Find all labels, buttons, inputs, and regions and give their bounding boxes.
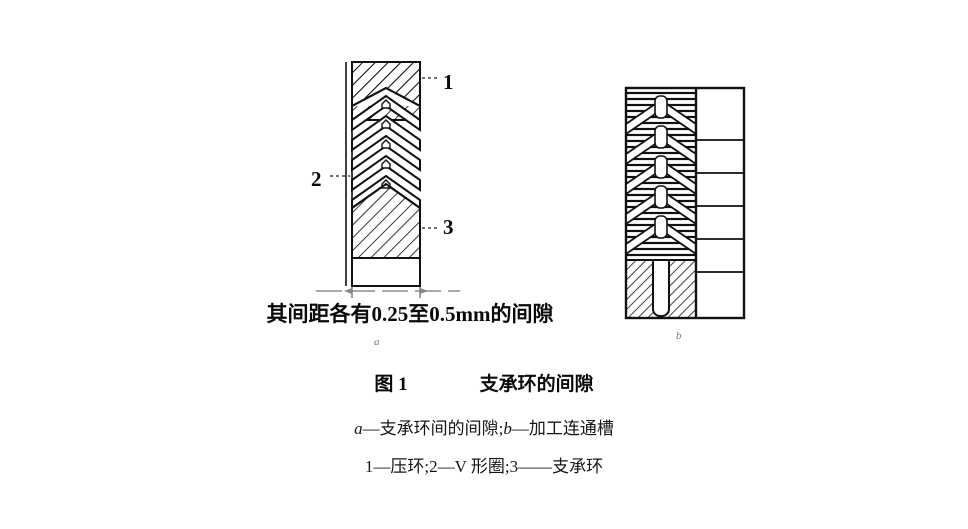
callout-label-1: 1 — [443, 70, 454, 94]
caption-italic-marker: b — [503, 419, 512, 438]
diagram-b-packing-hatch — [626, 88, 696, 260]
diagram-a-dimension-line — [316, 284, 460, 298]
caption-text: —支承环间的间隙; — [362, 419, 504, 438]
diagram-a-support-ring-gap — [316, 61, 460, 298]
callout-label-3: 3 — [443, 215, 454, 239]
callout-label-2: 2 — [311, 167, 322, 191]
diagram-a-press-ring — [351, 61, 421, 121]
sub-label-b: b — [676, 330, 682, 342]
figure-title-text: 支承环的间隙 — [479, 374, 594, 395]
caption-text: —加工连通槽 — [511, 419, 614, 438]
figure-title-number: 图 1 — [374, 374, 408, 395]
gap-note-text: 其间距各有0.25至0.5mm的间隙 — [266, 302, 554, 326]
caption-italic-marker: a — [354, 419, 363, 438]
figure-title: 图 1 支承环的间隙 — [0, 369, 968, 396]
sub-label-a: a — [374, 336, 380, 348]
diagram-a-support-ring — [351, 182, 421, 259]
diagram-a-v-ring-stack — [351, 94, 421, 210]
diagram-a-leaders — [330, 77, 440, 229]
diagram-b-housing-steps — [696, 139, 744, 273]
figure-caption-line-1: a—支承环间的间隙;b—加工连通槽 — [0, 414, 968, 439]
diagram-b-connecting-groove — [626, 260, 696, 318]
diagram-b-machined-groove — [624, 86, 746, 320]
figure-caption-line-2: 1—压环;2—V 形圈;3——支承环 — [364, 457, 604, 476]
diagram-a-base-cavity — [351, 257, 421, 287]
